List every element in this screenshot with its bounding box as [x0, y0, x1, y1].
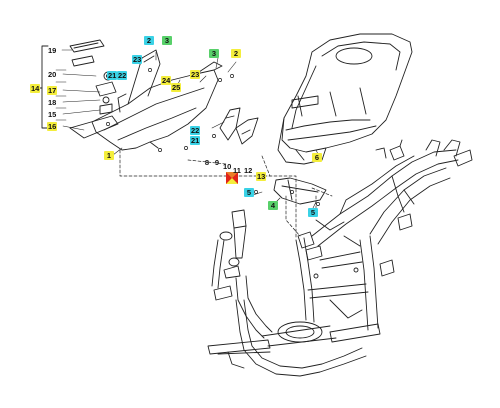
callout-15: 15: [48, 110, 57, 119]
callout-25: 25: [171, 83, 182, 92]
callout-10: 10: [223, 162, 232, 171]
callout-9: 9: [214, 158, 220, 167]
callout-3: 3: [162, 36, 172, 45]
callout-24: 24: [161, 76, 172, 85]
assembly-leaders: [119, 149, 333, 239]
headlight-piece: [273, 177, 327, 205]
callout-13: 13: [256, 172, 267, 181]
callout-22-b: 22: [190, 126, 201, 135]
callout-8: 8: [204, 158, 210, 167]
floor-panel: [91, 49, 223, 151]
callout-18: 18: [48, 98, 57, 107]
callout-14: 14: [30, 84, 41, 93]
callout-5: 5: [244, 188, 254, 197]
callout-leaders: [61, 49, 321, 211]
callout-23-b: 23: [190, 70, 201, 79]
callout-20: 20: [48, 70, 57, 79]
callout-16: 16: [47, 122, 58, 131]
callout-6: 6: [312, 153, 322, 162]
callout-21: 21: [107, 71, 118, 80]
callout-2: 2: [144, 36, 154, 45]
callout-23: 23: [132, 55, 143, 64]
callout-5-b: 5: [308, 208, 318, 217]
callout-17: 17: [47, 86, 58, 95]
footrest-parts: [55, 39, 119, 139]
callout-4: 4: [268, 201, 278, 210]
callout-11: 11: [233, 166, 241, 175]
callout-1: 1: [104, 151, 114, 160]
callout-12: 12: [244, 166, 253, 175]
scooter-frame: [207, 139, 473, 377]
fastener-cross-icon: [226, 172, 238, 184]
callout-22: 22: [117, 71, 128, 80]
front-shield: [277, 33, 413, 165]
screw-icon: [106, 68, 320, 206]
callout-19: 19: [48, 46, 57, 55]
callout-3-b: 3: [209, 49, 219, 58]
callout-21-b: 21: [190, 136, 201, 145]
side-cover-pieces: [219, 107, 259, 145]
callout-2-b: 2: [231, 49, 241, 58]
